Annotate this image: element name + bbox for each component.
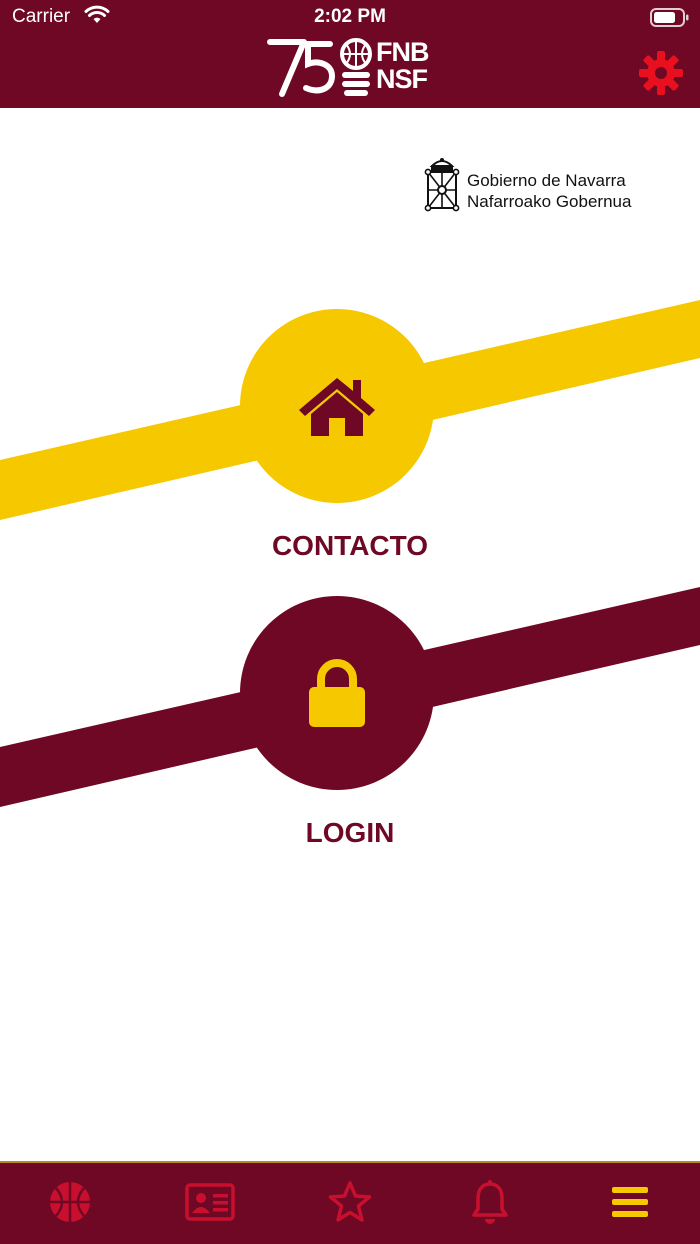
login-label[interactable]: LOGIN	[305, 817, 395, 848]
tab-menu[interactable]	[600, 1177, 660, 1227]
tab-favorites[interactable]	[320, 1177, 380, 1227]
federation-logo: FNB NSF	[262, 36, 442, 100]
gear-icon[interactable]	[636, 48, 686, 98]
status-bar: Carrier 2:02 PM	[0, 0, 700, 36]
tab-bar	[0, 1161, 700, 1244]
lock-icon	[309, 659, 365, 727]
logo-text-nsf: NSF	[376, 64, 428, 94]
star-icon	[328, 1181, 372, 1222]
basketball-icon	[50, 1182, 90, 1222]
app-header: Carrier 2:02 PM FNB NSF	[0, 0, 700, 108]
clock: 2:02 PM	[314, 6, 386, 27]
carrier-label: Carrier	[12, 6, 71, 27]
logo-75-graphic	[267, 38, 372, 97]
menu-icon	[612, 1187, 648, 1217]
navarra-shield-icon	[424, 158, 460, 212]
contact-label[interactable]: CONTACTO	[271, 530, 429, 561]
login-button[interactable]	[240, 596, 434, 790]
logo-text-fnb: FNB	[376, 37, 429, 67]
tab-id-card[interactable]	[180, 1177, 240, 1227]
government-logo: Gobierno de Navarra Nafarroako Gobernua	[424, 156, 674, 216]
wifi-icon	[84, 5, 110, 23]
id-card-icon	[185, 1183, 235, 1221]
tab-basketball[interactable]	[40, 1177, 100, 1227]
government-name-line2: Nafarroako Gobernua	[467, 192, 632, 211]
bell-icon	[472, 1180, 508, 1224]
home-icon	[299, 378, 375, 436]
government-name-line1: Gobierno de Navarra	[467, 171, 626, 190]
tab-notifications[interactable]	[460, 1177, 520, 1227]
battery-icon	[650, 8, 689, 27]
government-name: Gobierno de Navarra Nafarroako Gobernua	[467, 170, 631, 212]
contact-button[interactable]	[240, 309, 434, 503]
